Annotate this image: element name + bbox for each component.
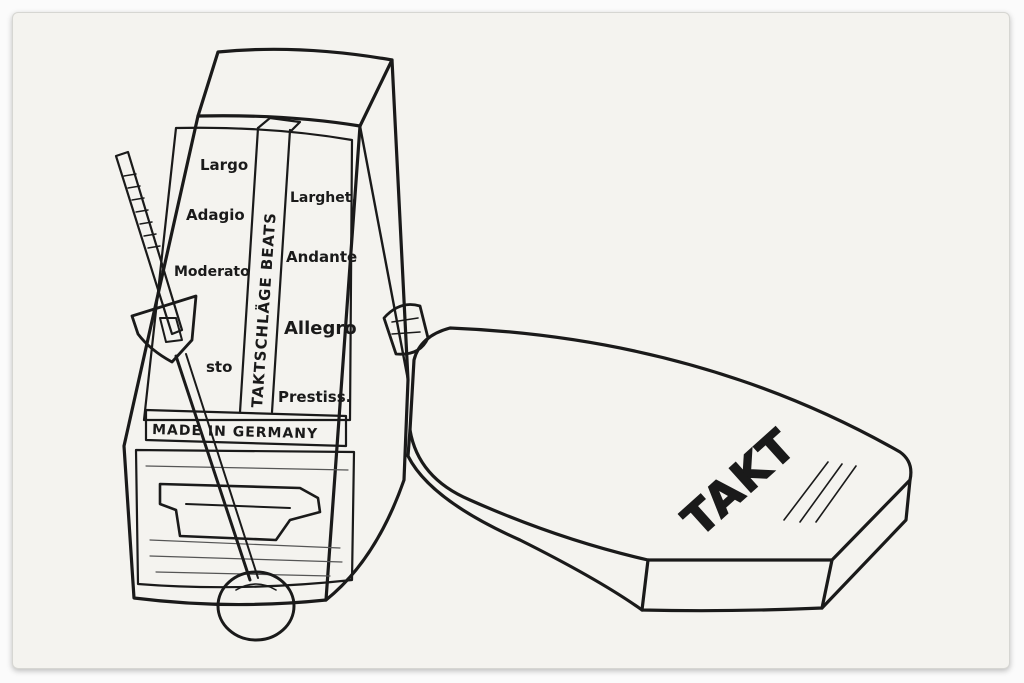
tempo-label-adagio: Adagio bbox=[186, 206, 245, 224]
tempo-markings-right: Larghet. Andante Allegro Prestiss. bbox=[278, 190, 357, 406]
metronome-lid bbox=[406, 326, 913, 613]
tempo-label-prestissimo: Prestiss. bbox=[278, 388, 351, 406]
lid-brand-text: TAKT bbox=[673, 419, 806, 546]
tempo-label-presto-partial: sto bbox=[206, 358, 232, 376]
tempo-label-andante: Andante bbox=[286, 248, 357, 266]
tempo-label-moderato: Moderato bbox=[174, 264, 250, 280]
tempo-label-larghetto: Larghet. bbox=[290, 190, 357, 206]
tempo-markings-left: Largo Adagio Moderato sto bbox=[174, 156, 250, 376]
tempo-label-largo: Largo bbox=[200, 156, 248, 174]
tempo-label-allegro: Allegro bbox=[284, 318, 357, 339]
made-in-label: MADE IN GERMANY bbox=[152, 422, 318, 442]
